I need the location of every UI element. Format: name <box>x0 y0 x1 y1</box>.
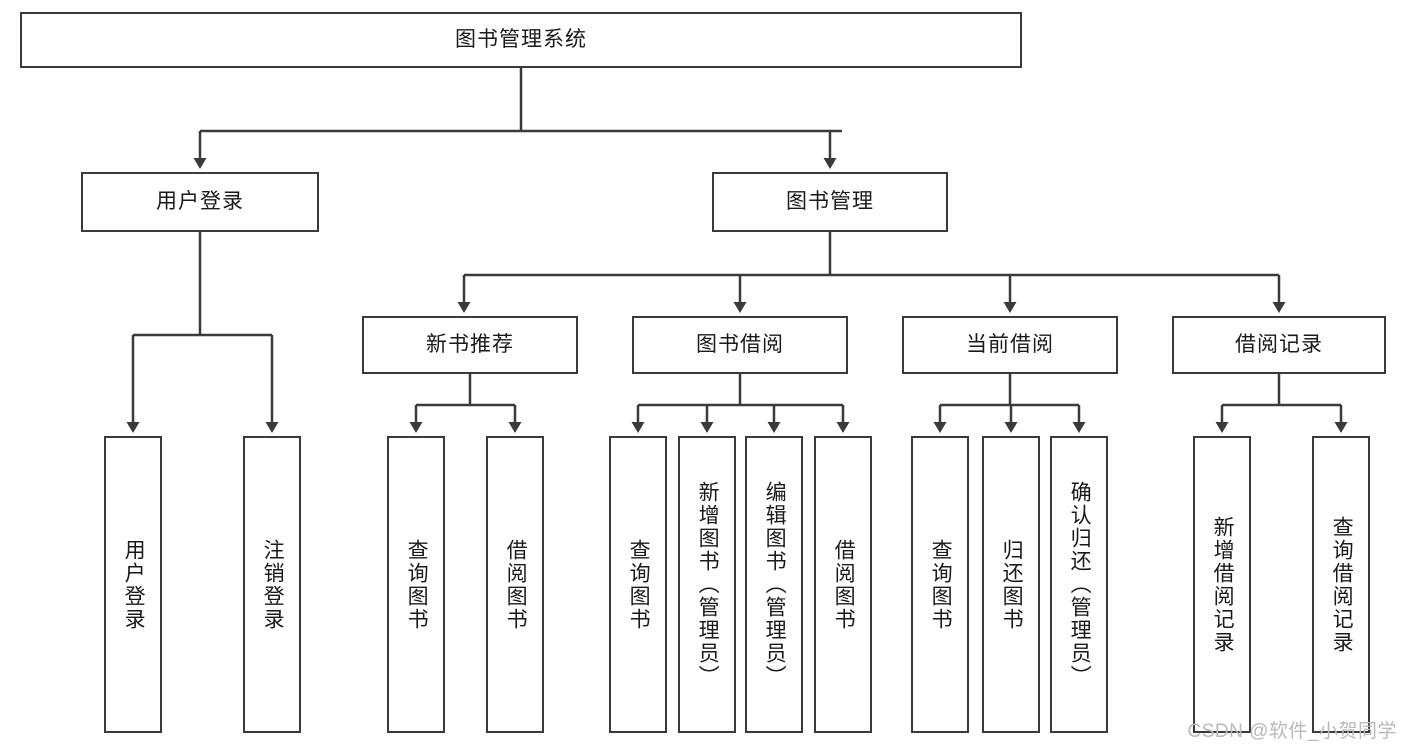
node-leaf-query-book-3[interactable]: 查询图书 <box>911 436 969 733</box>
node-leaf-add-book-admin[interactable]: 新增图书（管理员） <box>678 436 736 733</box>
node-book-borrow[interactable]: 图书借阅 <box>632 316 848 374</box>
node-leaf-query-book-1[interactable]: 查询图书 <box>387 436 445 733</box>
node-label: 新增图书（管理员） <box>696 481 720 688</box>
node-leaf-borrow-book-2[interactable]: 借阅图书 <box>814 436 872 733</box>
node-label: 当前借阅 <box>966 333 1054 357</box>
node-label: 编辑图书（管理员） <box>763 481 787 688</box>
node-system-title[interactable]: 图书管理系统 <box>20 12 1022 68</box>
node-label: 图书管理系统 <box>455 28 587 52</box>
node-label: 确认归还（管理员） <box>1068 481 1092 688</box>
node-leaf-query-borrow-record[interactable]: 查询借阅记录 <box>1312 436 1370 733</box>
node-leaf-return-book[interactable]: 归还图书 <box>982 436 1040 733</box>
node-label: 借阅记录 <box>1235 333 1323 357</box>
node-label: 用户登录 <box>122 538 146 631</box>
node-book-management[interactable]: 图书管理 <box>712 172 948 232</box>
node-label: 查询图书 <box>405 538 429 631</box>
node-label: 归还图书 <box>1000 538 1024 631</box>
node-label: 借阅图书 <box>832 538 856 631</box>
node-label: 注销登录 <box>261 538 285 631</box>
node-label: 查询图书 <box>929 538 953 631</box>
node-leaf-query-book-2[interactable]: 查询图书 <box>609 436 667 733</box>
node-label: 查询借阅记录 <box>1330 515 1354 654</box>
node-label: 借阅图书 <box>504 538 528 631</box>
node-label: 图书管理 <box>786 190 874 214</box>
node-leaf-borrow-book-1[interactable]: 借阅图书 <box>486 436 544 733</box>
node-borrow-record[interactable]: 借阅记录 <box>1172 316 1386 374</box>
node-leaf-confirm-return-admin[interactable]: 确认归还（管理员） <box>1050 436 1108 733</box>
node-label: 图书借阅 <box>696 333 784 357</box>
node-label: 新增借阅记录 <box>1211 515 1235 654</box>
node-leaf-add-borrow-record[interactable]: 新增借阅记录 <box>1193 436 1251 733</box>
node-label: 查询图书 <box>627 538 651 631</box>
node-new-book-recommend[interactable]: 新书推荐 <box>362 316 578 374</box>
node-current-borrow[interactable]: 当前借阅 <box>902 316 1118 374</box>
node-leaf-edit-book-admin[interactable]: 编辑图书（管理员） <box>745 436 803 733</box>
node-leaf-logout-login[interactable]: 注销登录 <box>243 436 301 733</box>
node-leaf-user-login[interactable]: 用户登录 <box>104 436 162 733</box>
node-user-login[interactable]: 用户登录 <box>81 172 319 232</box>
node-label: 新书推荐 <box>426 333 514 357</box>
watermark-text: CSDN @软件_小贺同学 <box>1187 721 1397 742</box>
node-label: 用户登录 <box>156 190 244 214</box>
